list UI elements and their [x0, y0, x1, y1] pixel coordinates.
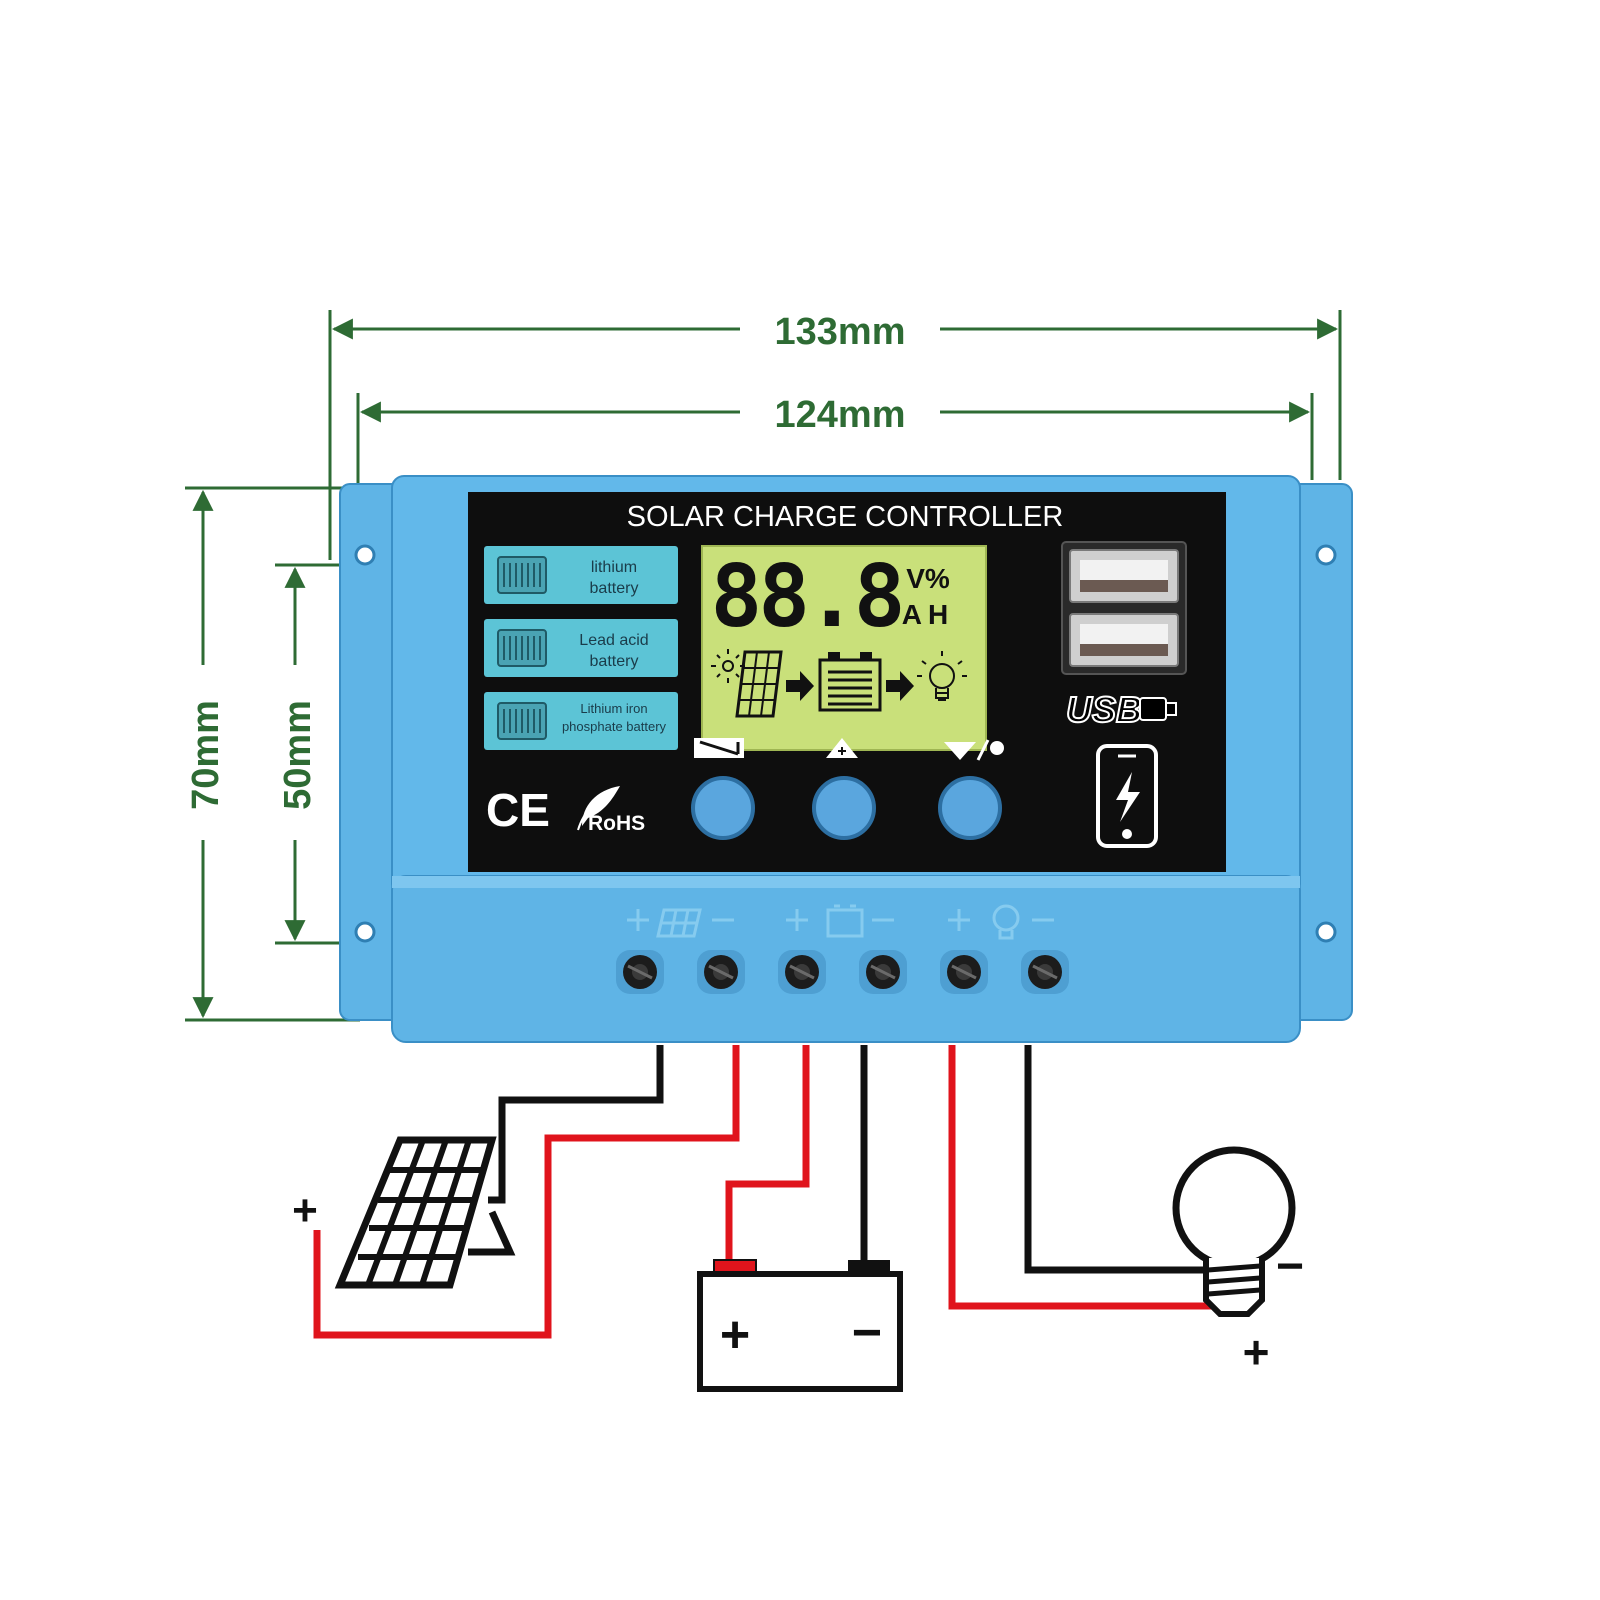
lcd-display: 88.8 V% AH: [701, 545, 987, 751]
battery-type-line1: Lithium iron: [580, 701, 647, 716]
flow-arrow-icon: [886, 671, 914, 701]
battery-type-line1: Lead acid: [579, 632, 648, 649]
menu-icon: [694, 738, 744, 758]
terminal-screws: [616, 950, 1069, 994]
sun-icon: [711, 649, 745, 683]
battery-icon: [497, 556, 547, 594]
battery-type-line2: phosphate battery: [562, 719, 667, 734]
solar-panel-icon: +: [292, 1136, 516, 1289]
up-button[interactable]: [812, 776, 876, 840]
terminal-screw[interactable]: [697, 950, 745, 994]
mount-hole-bottom-left: [354, 921, 376, 943]
battery-icon: [497, 629, 547, 667]
solar-panel-icon: [735, 650, 783, 718]
terminal-group-icons: [627, 904, 1054, 940]
terminal-screw[interactable]: [1021, 950, 1069, 994]
rohs-mark: RoHS: [577, 786, 645, 835]
battery-type-line2: battery: [590, 653, 639, 670]
battery-type-lead-acid: Lead acid battery: [484, 619, 678, 677]
bulb-icon: − +: [1172, 1146, 1304, 1378]
battery-icon: + −: [697, 1259, 903, 1392]
battery-type-line2: battery: [590, 580, 639, 597]
mount-hole-top-right: [1315, 544, 1337, 566]
usb-label: USB: [1066, 689, 1142, 730]
dim-height-overall: 70mm: [185, 700, 227, 810]
panel-title: SOLAR CHARGE CONTROLLER: [627, 501, 1064, 533]
up-arrow-icon: [826, 738, 858, 758]
lcd-digits: 88.8: [710, 547, 901, 647]
mount-hole-bottom-right: [1315, 921, 1337, 943]
load-minus: −: [1276, 1240, 1304, 1293]
load-positive-wire: [948, 1045, 1232, 1310]
battery-type-lithium-iron: Lithium iron phosphate battery: [484, 692, 678, 750]
battery-type-lithium: lithium battery: [484, 546, 678, 604]
battery-icon: [497, 702, 547, 740]
phone-charging-icon: [1096, 744, 1158, 848]
battery-icon: [786, 904, 894, 938]
terminal-screw[interactable]: [859, 950, 907, 994]
lcd-unit-top: V%: [906, 563, 950, 594]
mount-hole-top-left: [354, 544, 376, 566]
flow-arrow-icon: [786, 671, 814, 701]
dim-height-holes: 50mm: [277, 700, 319, 810]
lcd-unit-bottom: AH: [902, 599, 954, 630]
lcd-battery-icon: [818, 652, 882, 712]
terminal-screw[interactable]: [778, 950, 826, 994]
load-negative-wire: [1024, 1045, 1208, 1274]
battery-plus: +: [720, 1306, 750, 1364]
load-plus: +: [1243, 1326, 1270, 1378]
dim-width-holes: 124mm: [775, 394, 906, 436]
menu-button[interactable]: [691, 776, 755, 840]
dim-width-overall: 133mm: [775, 311, 906, 353]
battery-minus: −: [852, 1304, 882, 1362]
terminal-screw[interactable]: [616, 950, 664, 994]
usb-ports: [1061, 541, 1187, 675]
menu-button-label: [694, 738, 744, 758]
down-button[interactable]: [938, 776, 1002, 840]
battery-type-list: lithium battery Lead acid battery Lithiu…: [484, 546, 678, 750]
ce-mark: CE: [486, 784, 550, 836]
lcd-bulb-icon: [917, 651, 967, 701]
leaf-icon: [577, 786, 620, 831]
panel-plus: +: [292, 1186, 318, 1235]
down-arrow-bulb-icon: [944, 739, 1004, 761]
solar-positive-wire: [313, 1045, 740, 1339]
control-buttons: [691, 738, 1004, 840]
battery-positive-wire: [725, 1045, 810, 1268]
rohs-label: RoHS: [588, 812, 645, 835]
wiring: [313, 1045, 1232, 1339]
usb-plug-icon: [1139, 697, 1177, 721]
solar-panel-icon: [627, 908, 734, 938]
terminal-screw[interactable]: [940, 950, 988, 994]
battery-type-line1: lithium: [591, 559, 637, 576]
solar-negative-wire: [488, 1045, 664, 1204]
dimension-lines: [185, 310, 1342, 1022]
bulb-icon: [948, 904, 1054, 940]
usb-logo: USB: [1065, 688, 1177, 731]
